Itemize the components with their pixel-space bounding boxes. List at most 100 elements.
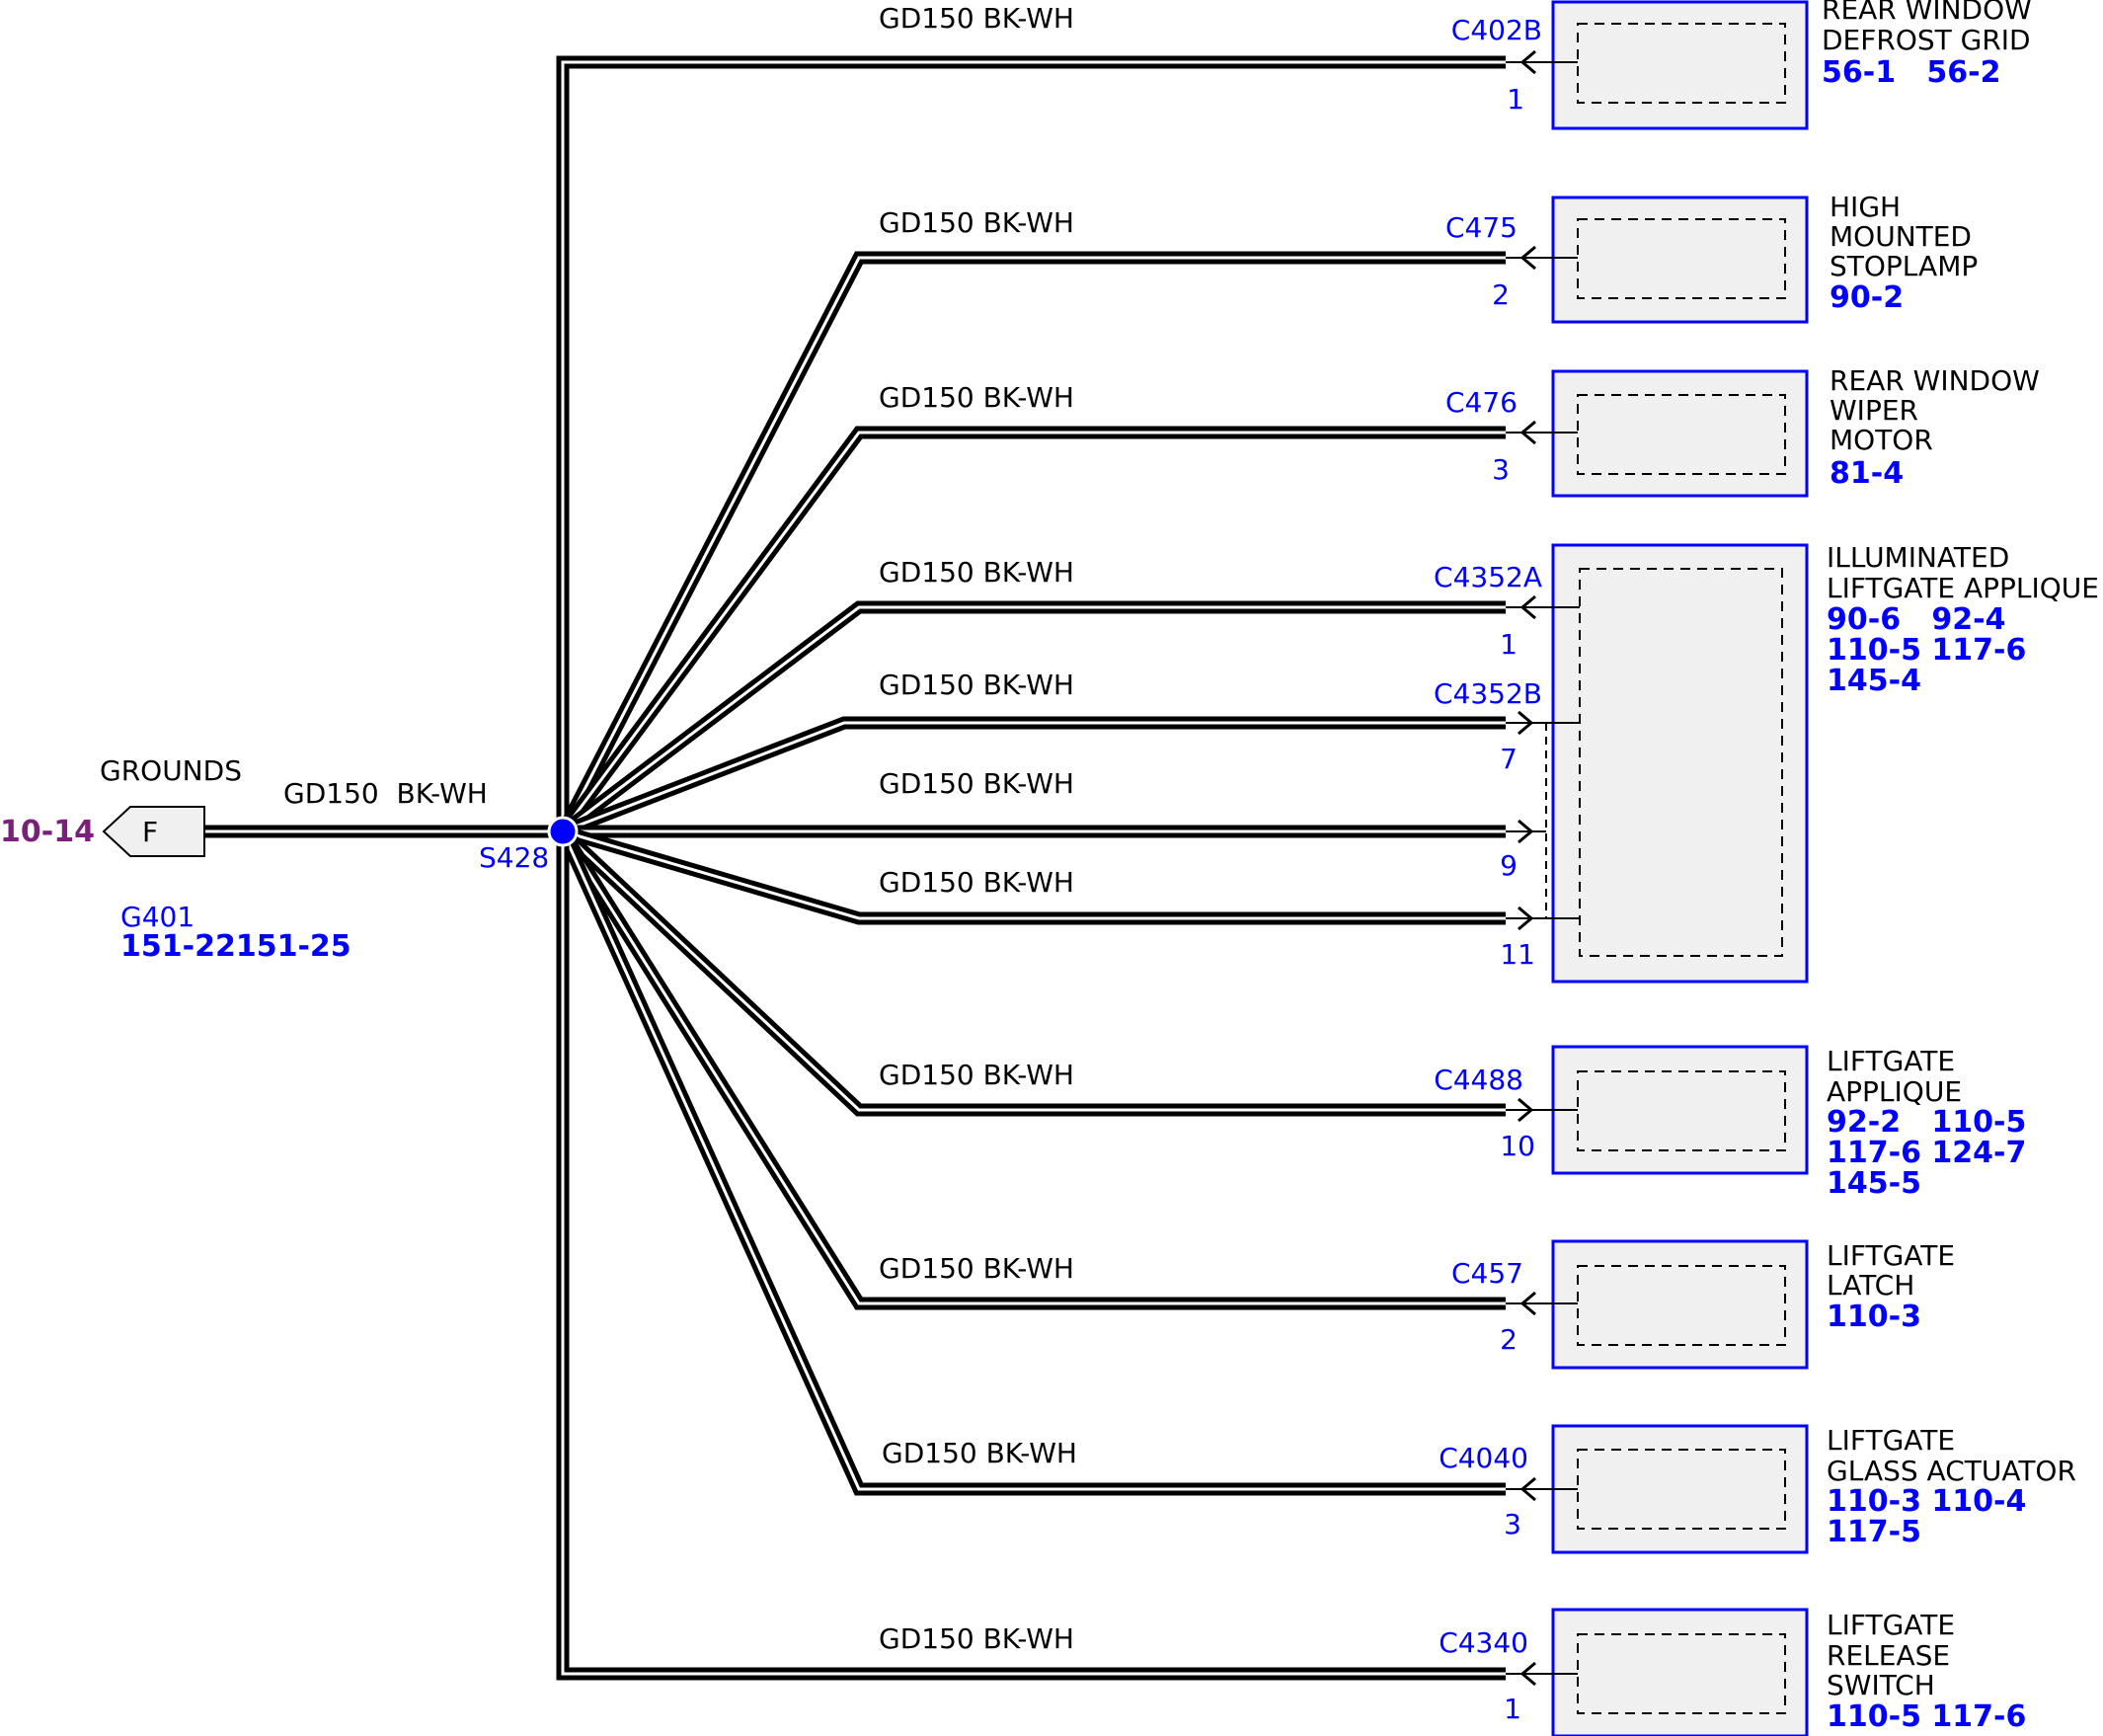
wire-label: GD150 BK-WH	[879, 1059, 1074, 1091]
terminal-arrow-icon	[1519, 1661, 1536, 1687]
component-name-line: REAR WINDOW	[1830, 364, 2040, 397]
connector-terminals	[1506, 49, 1580, 1687]
component-ref-line[interactable]: 90-2	[1830, 280, 1904, 315]
terminal-arrow-icon	[1519, 245, 1536, 271]
pin-number: 2	[1500, 1323, 1518, 1356]
wire-label: GD150 BK-WH	[879, 556, 1074, 589]
component-name-line: LATCH	[1827, 1269, 1914, 1302]
connector-id[interactable]: C4340	[1439, 1626, 1528, 1659]
pin-number: 1	[1504, 1693, 1521, 1725]
wire-label: GD150 BK-WH	[879, 381, 1074, 414]
grounds-title: GROUNDS	[100, 754, 242, 787]
terminal-arrow-icon	[1518, 906, 1534, 931]
connector-id[interactable]: C402B	[1451, 14, 1542, 46]
component-name-line: LIFTGATE	[1827, 1045, 1955, 1077]
terminal-arrow-icon	[1518, 1097, 1534, 1123]
connector-id[interactable]: C4352B	[1434, 677, 1542, 710]
ground-wire-label: GD150 BK-WH	[283, 777, 488, 810]
component-name-line: SWITCH	[1827, 1669, 1935, 1701]
component-ref-line[interactable]: 56-1 56-2	[1822, 55, 2000, 90]
ground-page-refs[interactable]: 151-22151-25	[120, 929, 351, 964]
component-name-line: WIPER	[1830, 394, 1918, 427]
wire-label: GD150 BK-WH	[879, 866, 1074, 899]
component-name-line: STOPLAMP	[1830, 250, 1978, 282]
offpage-connector-letter: F	[142, 816, 158, 848]
connector-id[interactable]: C457	[1451, 1257, 1523, 1290]
splice-s428: S428	[479, 816, 579, 874]
connector-id[interactable]: C475	[1445, 211, 1518, 244]
connector-id[interactable]: C4040	[1439, 1442, 1528, 1474]
component-name-line: MOTOR	[1830, 424, 1933, 456]
pin-number: 3	[1492, 453, 1510, 486]
component-name-line: DEFROST GRID	[1822, 24, 2031, 56]
component-name-line: LIFTGATE APPLIQUE	[1827, 572, 2099, 604]
offpage-connector-shape	[102, 806, 205, 857]
component-name-line: GLASS ACTUATOR	[1827, 1455, 2076, 1487]
wire-labels: GD150 BK-WH GD150 BK-WH GD150 BK-WH GD15…	[879, 2, 1077, 1655]
ground-section: GROUNDS 10-14 F GD150 BK-WH G401 151-221…	[0, 754, 488, 964]
component-liftgate-release-switch[interactable]	[1551, 1608, 1809, 1736]
terminal-arrow-icon	[1519, 1291, 1536, 1316]
wire-label: GD150 BK-WH	[879, 2, 1074, 35]
component-ref-line[interactable]: 117-5	[1827, 1515, 1921, 1549]
component-rear-window-wiper-motor[interactable]	[1551, 369, 1809, 498]
component-name-line: LIFTGATE	[1827, 1239, 1955, 1272]
component-labels: REAR WINDOW DEFROST GRID 56-1 56-2 HIGH …	[1822, 0, 2099, 1734]
terminal-arrow-icon	[1519, 49, 1536, 75]
component-name-line: HIGH	[1830, 191, 1901, 223]
pin-number: 10	[1500, 1130, 1535, 1162]
offpage-reference[interactable]: 10-14	[0, 815, 95, 849]
terminal-arrow-icon	[1518, 710, 1534, 736]
wire-label: GD150 BK-WH	[879, 669, 1074, 701]
component-liftgate-applique[interactable]	[1551, 1045, 1809, 1175]
component-ref-line[interactable]: 92-2 110-5	[1827, 1105, 2026, 1140]
pin-number: 9	[1500, 849, 1518, 882]
component-liftgate-glass-actuator[interactable]	[1551, 1424, 1809, 1554]
component-name-line: APPLIQUE	[1827, 1075, 1962, 1108]
connector-id[interactable]: C4352A	[1434, 561, 1542, 593]
wire-label: GD150 BK-WH	[879, 1252, 1074, 1285]
component-ref-line[interactable]: 117-6 124-7	[1827, 1136, 2026, 1170]
component-ref-line[interactable]: 110-3	[1827, 1300, 1921, 1334]
component-name-line: LIFTGATE	[1827, 1609, 1955, 1641]
component-rear-window-defrost-grid[interactable]	[1551, 0, 1809, 130]
component-liftgate-latch[interactable]	[1551, 1239, 1809, 1370]
wire-label: GD150 BK-WH	[879, 767, 1074, 800]
connector-id[interactable]: C476	[1445, 386, 1518, 419]
ground-id: G401	[120, 901, 195, 933]
splice-dot	[547, 816, 579, 847]
component-name-line: LIFTGATE	[1827, 1424, 1955, 1457]
connector-ids: C402B C475 C476 C4352A C4352B C4488 C457…	[1434, 14, 1542, 1659]
pin-number: 2	[1492, 278, 1510, 311]
splice-id: S428	[479, 841, 549, 874]
component-high-mounted-stoplamp[interactable]	[1551, 196, 1809, 324]
pin-number: 1	[1500, 628, 1518, 661]
component-ref-line[interactable]: 110-3 110-4	[1827, 1484, 2026, 1519]
wire-label: GD150 BK-WH	[879, 1622, 1074, 1655]
component-name-line: ILLUMINATED	[1827, 541, 2009, 574]
pin-numbers: 1 2 3 1 7 9 11 10 2 3 1	[1492, 83, 1535, 1725]
component-illuminated-liftgate-applique[interactable]	[1551, 543, 1809, 984]
connector-id[interactable]: C4488	[1434, 1064, 1523, 1096]
component-ref-line[interactable]: 145-4	[1827, 664, 1921, 698]
component-name-line: REAR WINDOW	[1822, 0, 2032, 26]
pin-number: 11	[1500, 938, 1535, 971]
component-ref-line[interactable]: 81-4	[1830, 456, 1904, 491]
terminal-arrow-icon	[1519, 420, 1536, 445]
wire-label: GD150 BK-WH	[879, 206, 1074, 239]
pin-number: 3	[1504, 1508, 1521, 1540]
wire-c475	[557, 251, 1506, 834]
wire-label: GD150 BK-WH	[882, 1437, 1077, 1469]
pin-number: 1	[1507, 83, 1524, 116]
component-ref-line[interactable]: 110-5 117-6	[1827, 633, 2026, 668]
terminal-arrow-icon	[1519, 594, 1536, 620]
terminal-arrow-icon	[1518, 819, 1534, 844]
component-name-line: MOUNTED	[1830, 220, 1972, 253]
component-name-line: RELEASE	[1827, 1639, 1950, 1672]
component-ref-line[interactable]: 90-6 92-4	[1827, 602, 2005, 637]
component-ref-line[interactable]: 145-5	[1827, 1166, 1921, 1201]
terminal-arrow-icon	[1519, 1476, 1536, 1502]
component-ref-line[interactable]: 110-5 117-6	[1827, 1699, 2026, 1734]
pin-number: 7	[1500, 743, 1518, 775]
